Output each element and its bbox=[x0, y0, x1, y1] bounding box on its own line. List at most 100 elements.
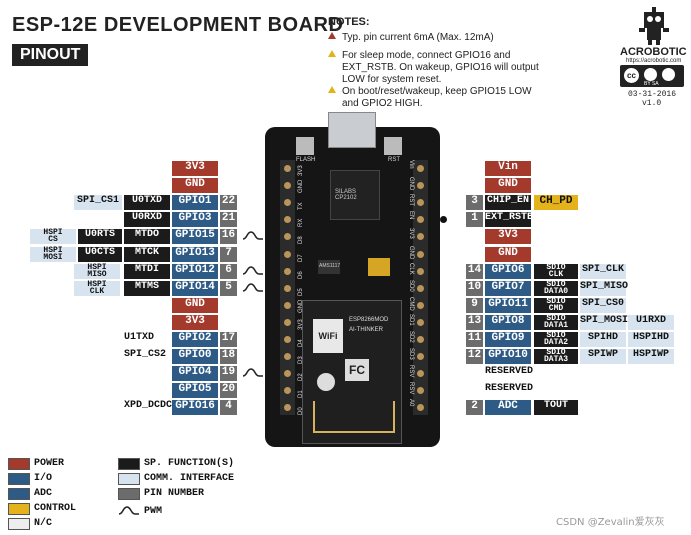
pin-number-badge: 18 bbox=[220, 349, 237, 364]
right-header-pin-hole bbox=[417, 233, 424, 240]
left-silk-label: D2 bbox=[298, 373, 304, 381]
right-silk-label: CMD bbox=[408, 297, 414, 311]
left-silk-label: 3V3 bbox=[298, 165, 304, 176]
legend-label: I/O bbox=[34, 473, 53, 484]
note-2-text: For sleep mode, connect GPIO16 and bbox=[342, 50, 511, 61]
legend-swatch bbox=[8, 518, 30, 530]
right-silk-label: SD3 bbox=[408, 348, 414, 360]
pin-number-badge: 17 bbox=[220, 332, 237, 347]
legend-swatch bbox=[118, 458, 140, 470]
right-pin-label: GPIO6 bbox=[485, 264, 531, 279]
right-reserved-label: RESERVED bbox=[485, 383, 534, 394]
right-header-pin-hole bbox=[417, 216, 424, 223]
usb-chip-label: SILABS CP2102 bbox=[335, 189, 357, 201]
pin-number-badge: 19 bbox=[220, 366, 237, 381]
left-silk-label: 3V3 bbox=[298, 319, 304, 330]
right-header-pin-hole bbox=[417, 353, 424, 360]
left-header-pin-hole bbox=[284, 336, 291, 343]
note-1: Typ. pin current 6mA (Max. 12mA) bbox=[328, 32, 494, 44]
left-header-pin-hole bbox=[284, 165, 291, 172]
left-pin-label: GPIO13 bbox=[172, 247, 218, 262]
rst-silk: RST bbox=[388, 157, 400, 163]
right-silk-label: GND bbox=[408, 246, 414, 260]
rst-button[interactable] bbox=[384, 137, 402, 155]
usb-chip: SILABS CP2102 bbox=[330, 170, 380, 220]
pin-number-badge: 6 bbox=[220, 264, 237, 279]
right-pin-label: Vin bbox=[485, 161, 531, 176]
legend-swatch bbox=[118, 488, 140, 500]
left-silk-label: D7 bbox=[298, 254, 304, 262]
right-header-pin-hole bbox=[417, 165, 424, 172]
page-title: ESP-12E DEVELOPMENT BOARD bbox=[12, 14, 344, 36]
left-silk-label: TX bbox=[298, 202, 304, 210]
left-silk-label: D6 bbox=[298, 271, 304, 279]
regulator-label: AMS1117 bbox=[319, 263, 341, 269]
pin-number-badge: 20 bbox=[220, 383, 237, 398]
pin-number-badge: 1 bbox=[466, 212, 483, 227]
right-header-pin-hole bbox=[417, 370, 424, 377]
right-comm-interface-2: HSPIHD bbox=[628, 332, 674, 347]
warning-icon bbox=[328, 50, 336, 57]
left-header-pin-hole bbox=[284, 404, 291, 411]
legend-label: COMM. INTERFACE bbox=[144, 473, 235, 484]
left-special-function: MTDI bbox=[124, 264, 170, 279]
right-silk-label: Vin bbox=[408, 160, 414, 169]
left-silk-label: GND bbox=[298, 299, 304, 313]
left-header-pin-hole bbox=[284, 199, 291, 206]
right-pin-label: GPIO8 bbox=[485, 315, 531, 330]
chip-pd-label: CH_PD bbox=[534, 195, 578, 210]
right-silk-label: CLK bbox=[408, 263, 414, 275]
right-comm-interface: SPI_MOSI bbox=[580, 315, 628, 330]
left-pin-label: GPIO16 bbox=[172, 400, 218, 415]
note-3: On boot/reset/wakeup, keep GPIO15 LOW bbox=[328, 86, 532, 98]
flash-button[interactable] bbox=[296, 137, 314, 155]
left-pin-label: GPIO1 bbox=[172, 195, 218, 210]
left-special-function-2: U0CTS bbox=[78, 247, 122, 262]
left-pin-label: GPIO2 bbox=[172, 332, 218, 347]
right-comm-interface: SPI_MISO bbox=[580, 281, 628, 296]
note-3-text: On boot/reset/wakeup, keep GPIO15 LOW bbox=[342, 86, 532, 97]
right-silk-label: A0 bbox=[408, 399, 414, 407]
right-header-pin-hole bbox=[417, 268, 424, 275]
note-2-line2: EXT_RSTB. On wakeup, GPIO16 will output bbox=[342, 62, 539, 73]
left-pin-label: 3V3 bbox=[172, 161, 218, 176]
warning-icon bbox=[328, 32, 336, 39]
pin-number-badge: 5 bbox=[220, 281, 237, 296]
cc-license-badge: cc BY SA bbox=[620, 65, 684, 87]
regulator: AMS1117 bbox=[318, 260, 340, 274]
right-pin-label: GPIO9 bbox=[485, 332, 531, 347]
left-special-function: MTDO bbox=[124, 229, 170, 244]
left-header-pin-hole bbox=[284, 387, 291, 394]
pin-number-badge: 13 bbox=[466, 315, 483, 330]
pin-number-badge: 3 bbox=[466, 195, 483, 210]
watermark: CSDN @Zevalin爱灰灰 bbox=[556, 517, 665, 528]
right-pin-label: GND bbox=[485, 247, 531, 262]
pin-number-badge: 7 bbox=[220, 247, 237, 262]
pin-number-badge: 12 bbox=[466, 349, 483, 364]
left-comm-interface: SPI_CS1 bbox=[74, 195, 122, 210]
right-comm-interface-2: HSPIWP bbox=[628, 349, 674, 364]
left-pin-label: 3V3 bbox=[172, 315, 218, 330]
legend-label: SP. FUNCTION(S) bbox=[144, 458, 235, 469]
pin-number-badge: 4 bbox=[220, 400, 237, 415]
right-silk-label: SD2 bbox=[408, 331, 414, 343]
left-silk-label: D5 bbox=[298, 288, 304, 296]
notes-heading: NOTES: bbox=[328, 16, 370, 28]
left-header-pin-hole bbox=[284, 302, 291, 309]
left-silk-label: D0 bbox=[298, 407, 304, 415]
right-header-pin-hole bbox=[417, 336, 424, 343]
right-comm-interface: SPI_CLK bbox=[580, 264, 626, 279]
left-special-function-2: U0RTS bbox=[78, 229, 122, 244]
right-header-pin-hole bbox=[417, 199, 424, 206]
license-text: BY SA bbox=[644, 81, 659, 87]
brand-date: 03-31-2016 bbox=[628, 90, 677, 99]
usb-connector bbox=[328, 112, 376, 148]
vendor-label: AI-THINKER bbox=[349, 327, 384, 333]
capacitor bbox=[368, 258, 390, 276]
right-header-pin-hole bbox=[417, 319, 424, 326]
